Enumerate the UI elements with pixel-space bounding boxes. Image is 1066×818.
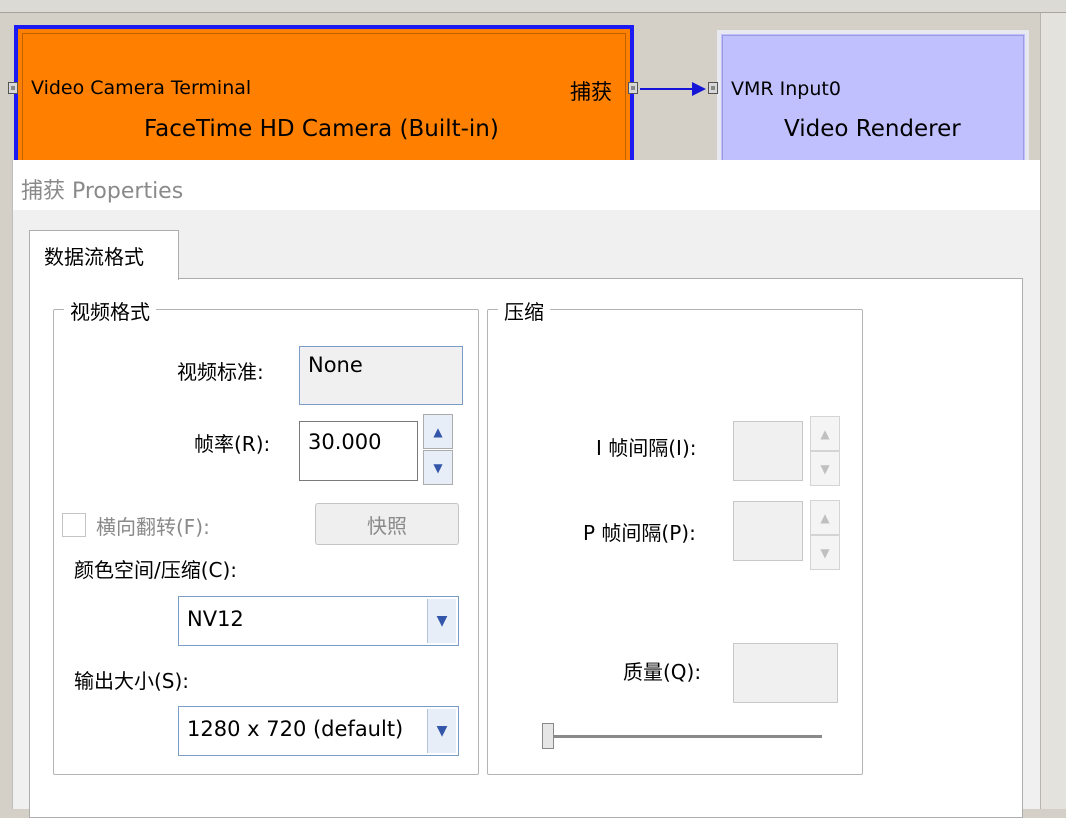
output-size-select[interactable]: 1280 x 720 (default) ▼ bbox=[178, 706, 459, 756]
filter-inner-border bbox=[22, 33, 626, 171]
group-legend: 压缩 bbox=[498, 296, 550, 325]
vertical-scrollbar[interactable] bbox=[1040, 13, 1066, 809]
filter-name: FaceTime HD Camera (Built-in) bbox=[144, 116, 499, 142]
colorspace-label: 颜色空间/压缩(C): bbox=[74, 558, 238, 582]
p-frame-interval-input[interactable] bbox=[733, 501, 803, 561]
connection-arrow-icon bbox=[692, 82, 706, 96]
spin-down-button[interactable]: ▼ bbox=[810, 451, 840, 486]
tab-stream-format[interactable]: 数据流格式 bbox=[29, 230, 179, 280]
snapshot-button[interactable]: 快照 bbox=[315, 503, 459, 545]
filter-video-renderer[interactable]: VMR Input0 Video Renderer bbox=[717, 30, 1029, 170]
quality-value-box bbox=[733, 643, 838, 703]
video-standard-value: None bbox=[299, 346, 463, 405]
i-frame-interval-input[interactable] bbox=[733, 421, 803, 481]
tab-label: 数据流格式 bbox=[44, 245, 144, 269]
i-frame-spinner: ▲ ▼ bbox=[810, 416, 840, 486]
group-legend: 视频格式 bbox=[64, 296, 156, 325]
dialog-title: 捕获 Properties bbox=[21, 179, 184, 204]
spin-down-button[interactable]: ▼ bbox=[423, 450, 453, 485]
chevron-down-icon[interactable]: ▼ bbox=[427, 599, 456, 643]
group-video-format: 视频格式 视频标准: None 帧率(R): 30.000 ▲ ▼ 横向翻转(F… bbox=[53, 296, 479, 775]
flip-label: 横向翻转(F): bbox=[96, 515, 210, 539]
group-compression: 压缩 I 帧间隔(I): ▲ ▼ P 帧间隔(P): ▲ ▼ 质量(Q): bbox=[487, 296, 863, 775]
chevron-up-icon: ▲ bbox=[820, 426, 830, 441]
spin-up-button[interactable]: ▲ bbox=[810, 416, 840, 451]
chevron-down-icon: ▼ bbox=[820, 461, 830, 476]
p-frame-spinner: ▲ ▼ bbox=[810, 500, 840, 570]
p-frame-interval-label: P 帧间隔(P): bbox=[583, 521, 696, 545]
filter-inner-border bbox=[722, 35, 1024, 166]
quality-slider-track[interactable] bbox=[548, 735, 822, 739]
chevron-down-icon: ▼ bbox=[820, 545, 830, 560]
properties-dialog: 捕获 Properties 数据流格式 视频格式 视频标准: None 帧率(R… bbox=[13, 160, 1040, 818]
dialog-titlebar[interactable]: 捕获 Properties bbox=[13, 160, 1040, 210]
chevron-up-icon: ▲ bbox=[820, 510, 830, 525]
camera-input-pin[interactable] bbox=[8, 82, 18, 94]
output-size-value: 1280 x 720 (default) bbox=[187, 717, 404, 741]
filter-name: Video Renderer bbox=[784, 116, 961, 142]
filter-facetime-camera[interactable]: Video Camera Terminal 捕获 FaceTime HD Cam… bbox=[14, 25, 634, 175]
quality-slider-thumb[interactable] bbox=[542, 723, 554, 749]
tab-panel: 视频格式 视频标准: None 帧率(R): 30.000 ▲ ▼ 横向翻转(F… bbox=[29, 278, 1023, 818]
pin-out-label: 捕获 bbox=[570, 80, 612, 104]
framerate-label: 帧率(R): bbox=[194, 432, 271, 456]
spin-down-button[interactable]: ▼ bbox=[810, 535, 840, 570]
i-frame-interval-label: I 帧间隔(I): bbox=[596, 436, 697, 460]
chevron-down-icon[interactable]: ▼ bbox=[427, 709, 456, 753]
camera-output-pin[interactable] bbox=[628, 82, 638, 94]
spin-up-button[interactable]: ▲ bbox=[423, 414, 453, 449]
chevron-up-icon: ▲ bbox=[433, 424, 443, 439]
framerate-input[interactable]: 30.000 bbox=[299, 421, 418, 481]
pin-in-label: VMR Input0 bbox=[731, 78, 841, 100]
spin-up-button[interactable]: ▲ bbox=[810, 500, 840, 535]
colorspace-select[interactable]: NV12 ▼ bbox=[178, 596, 459, 646]
renderer-input-pin[interactable] bbox=[708, 82, 718, 94]
chevron-down-icon: ▼ bbox=[433, 460, 443, 475]
window-top-edge bbox=[0, 0, 1066, 13]
video-standard-label: 视频标准: bbox=[177, 360, 264, 384]
framerate-spinner: ▲ ▼ bbox=[423, 414, 453, 486]
pin-in-label: Video Camera Terminal bbox=[31, 77, 252, 99]
output-size-label: 输出大小(S): bbox=[74, 669, 190, 693]
flip-checkbox[interactable] bbox=[62, 513, 86, 537]
colorspace-value: NV12 bbox=[187, 607, 244, 631]
quality-label: 质量(Q): bbox=[623, 660, 702, 684]
pin-connection-line[interactable] bbox=[640, 88, 702, 90]
